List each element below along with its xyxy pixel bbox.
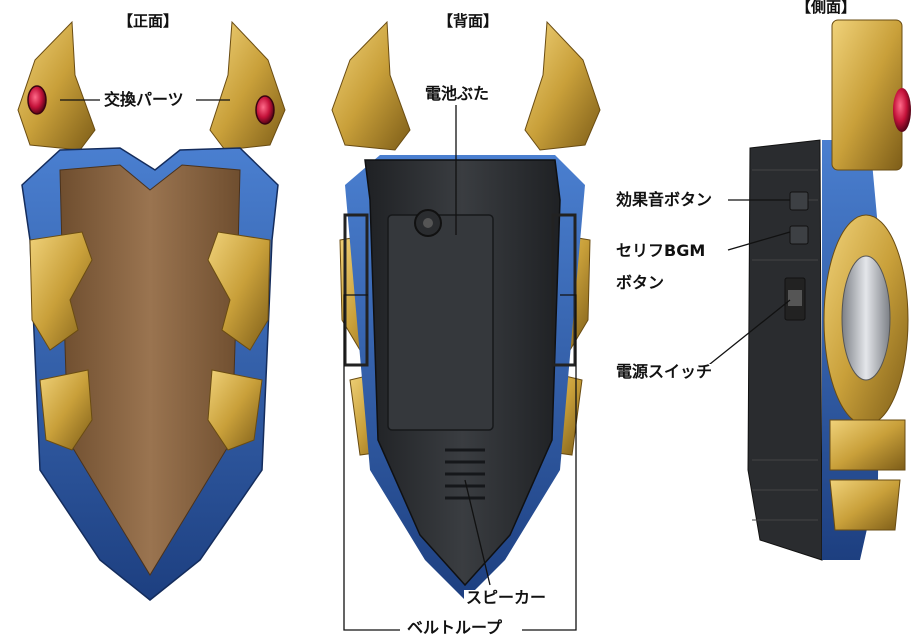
belt-loop-right	[551, 213, 577, 367]
side-view	[747, 19, 911, 561]
front-view-title: 【正面】	[118, 12, 179, 30]
red-gem-icon	[893, 88, 911, 132]
serif-bgm-button	[789, 225, 809, 245]
effect-sound-button	[789, 191, 809, 211]
speaker-grille	[445, 448, 485, 500]
screw-head-icon	[423, 218, 433, 228]
belt-loop-label: ベルトループ	[405, 618, 505, 637]
back-view-title: 【背面】	[438, 12, 499, 30]
red-gem-icon	[255, 95, 275, 125]
belt-loop-left	[343, 213, 369, 367]
back-view	[331, 20, 601, 600]
battery-cover	[387, 214, 494, 431]
serif-bgm-label-line2: ボタン	[614, 273, 667, 292]
red-gem-icon	[27, 85, 47, 115]
front-view	[17, 20, 286, 601]
callout-lines	[60, 99, 791, 631]
speaker-label: スピーカー	[464, 588, 549, 607]
battery-cover-label: 電池ぶた	[423, 84, 492, 103]
side-view-title: 【側面】	[796, 0, 857, 16]
power-switch-label: 電源スイッチ	[614, 362, 715, 381]
serif-bgm-label: セリフBGM	[614, 241, 708, 260]
exchange-parts-label: 交換パーツ	[102, 90, 186, 109]
effect-sound-button-label: 効果音ボタン	[614, 190, 715, 209]
